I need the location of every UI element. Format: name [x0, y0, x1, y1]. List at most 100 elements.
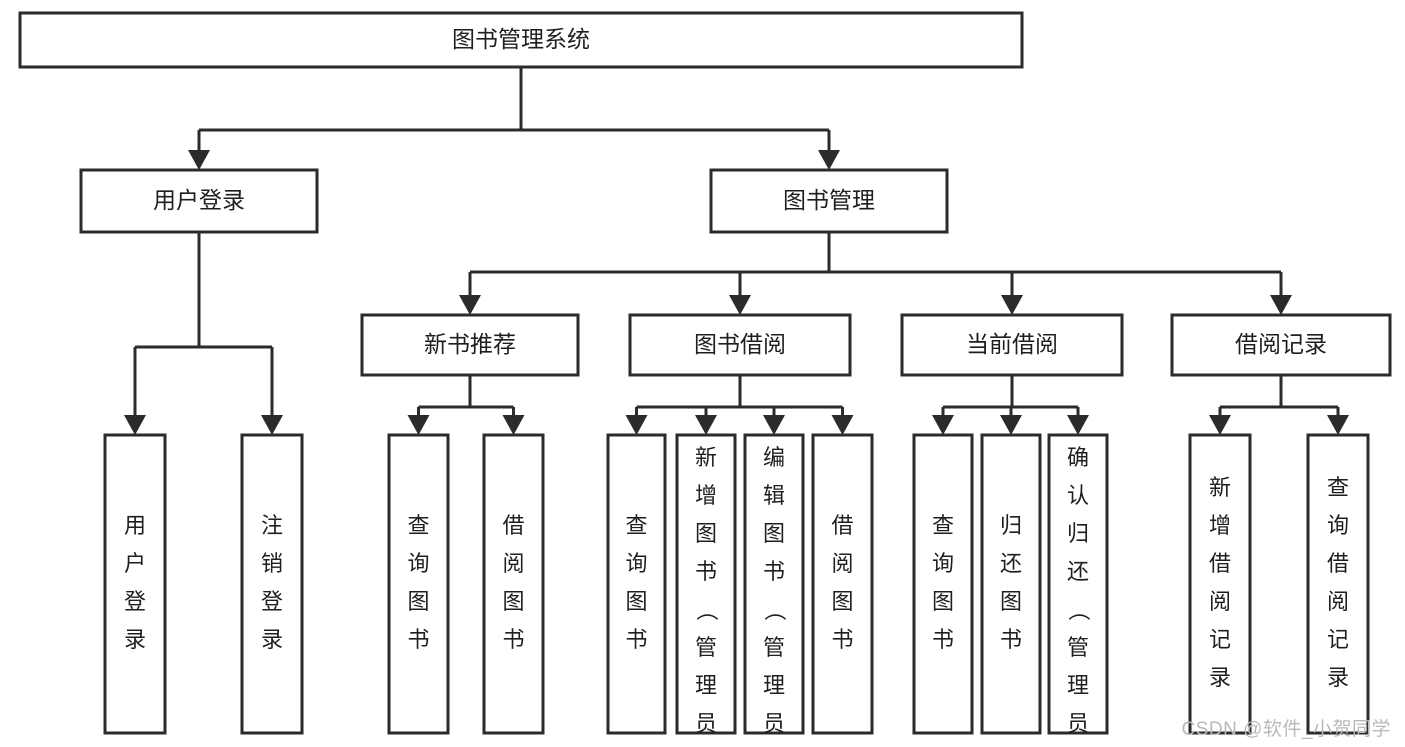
node-box [1170, 313, 1392, 377]
arrow-head-icon [831, 415, 854, 435]
node-label-char: 图 [695, 521, 717, 546]
node-box [482, 433, 545, 735]
node-label-char: 图 [407, 589, 429, 614]
arrow-head-icon [407, 415, 430, 435]
node-label-char: 登 [124, 589, 146, 614]
node-label-char: 增 [1209, 513, 1231, 538]
node-level3-0[interactable]: 新书推荐 [360, 313, 580, 377]
node-label-char: 书 [763, 559, 785, 584]
node-box [18, 11, 1024, 69]
node-label-char: 新 [1209, 475, 1231, 500]
node-box [912, 433, 974, 735]
node-label: 图书管理 [783, 187, 875, 213]
node-label-char: 还 [1000, 551, 1022, 576]
node-label-char: 书 [1000, 627, 1022, 652]
node-label-char: 注 [261, 513, 283, 538]
arrow-head-icon [459, 295, 481, 315]
node-level3-2[interactable]: 当前借阅 [900, 313, 1124, 377]
node-label-char: 书 [407, 627, 429, 652]
node-label-char: 增 [695, 483, 717, 508]
node-box [628, 313, 852, 377]
node-box [240, 433, 304, 735]
watermark-label: CSDN @软件_小贺同学 [1181, 719, 1391, 740]
arrow-head-icon [818, 150, 840, 170]
node-label-char: 管 [763, 635, 785, 660]
node-label-char: 认 [1067, 483, 1089, 508]
node-label-char: 理 [763, 673, 785, 698]
node-label-char: 登 [261, 589, 283, 614]
node-box [811, 433, 874, 735]
node-label-char: 阅 [1209, 589, 1231, 614]
node-box [743, 433, 805, 735]
node-level2-0[interactable]: 用户登录 [79, 168, 319, 234]
node-label-char: 书 [502, 627, 524, 652]
node-label-char: 录 [124, 627, 146, 652]
node-label: 新书推荐 [424, 331, 516, 357]
node-label-char: 图 [763, 521, 785, 546]
node-box [1047, 433, 1109, 735]
node-level2-1[interactable]: 图书管理 [709, 168, 949, 234]
node-label-char: 辑 [763, 483, 785, 508]
arrow-head-icon [1000, 415, 1022, 435]
node-label-char: 查 [407, 513, 429, 538]
node-label-char: 理 [1067, 673, 1089, 698]
node-label-char: 新 [695, 445, 717, 470]
node-label-char: 借 [1327, 551, 1349, 576]
arrow-head-icon [763, 415, 785, 435]
node-box [103, 433, 167, 735]
node-label-char: 录 [261, 627, 283, 652]
node-root-0[interactable]: 图书管理系统 [18, 11, 1024, 69]
node-label-char: 员 [763, 711, 785, 736]
node-label-char: （ [694, 599, 719, 621]
node-label-char: 阅 [1327, 589, 1349, 614]
arrow-head-icon [932, 415, 954, 435]
node-label-char: 确 [1067, 445, 1089, 470]
node-label-char: 还 [1067, 559, 1089, 584]
node-label-char: 书 [625, 627, 647, 652]
node-label-char: 管 [1067, 635, 1089, 660]
node-box [709, 168, 949, 234]
arrow-head-icon [1001, 295, 1023, 315]
node-label-char: 询 [625, 551, 647, 576]
node-label-char: 借 [1209, 551, 1231, 576]
arrow-head-icon [1067, 415, 1089, 435]
arrow-head-icon [729, 295, 751, 315]
arrow-head-icon [695, 415, 717, 435]
node-label-char: 图 [625, 589, 647, 614]
node-label-char: 理 [695, 673, 717, 698]
node-label-char: 编 [763, 445, 785, 470]
node-level3-1[interactable]: 图书借阅 [628, 313, 852, 377]
node-box [387, 433, 450, 735]
node-label: 图书管理系统 [452, 26, 590, 52]
node-label-char: （ [1066, 599, 1091, 621]
node-label: 用户登录 [153, 187, 245, 213]
node-box [900, 313, 1124, 377]
node-label-char: 员 [695, 711, 717, 736]
node-label-char: 查 [1327, 475, 1349, 500]
arrow-head-icon [124, 415, 146, 435]
node-leaf-0[interactable]: 用户登录 [103, 433, 167, 735]
node-label-char: 管 [695, 635, 717, 660]
node-box [980, 433, 1042, 735]
node-level3-3[interactable]: 借阅记录 [1170, 313, 1392, 377]
node-label-char: 询 [407, 551, 429, 576]
node-box [1306, 433, 1370, 735]
node-label-char: 阅 [831, 551, 853, 576]
node-label-char: 录 [1209, 665, 1231, 690]
arrow-head-icon [188, 150, 210, 170]
node-label-char: 查 [625, 513, 647, 538]
node-label-char: 归 [1067, 521, 1089, 546]
